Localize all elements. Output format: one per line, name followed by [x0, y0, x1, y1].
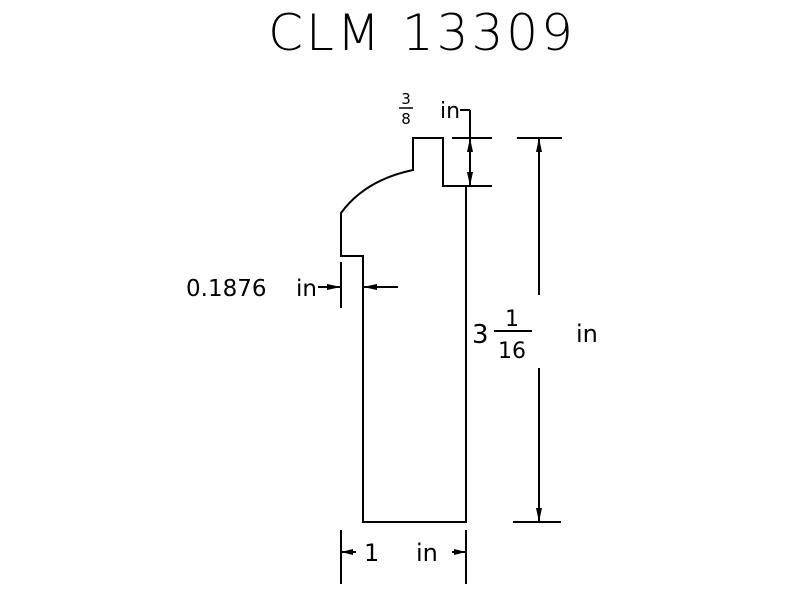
height-numerator: 1 — [505, 307, 519, 332]
width-value: 1 — [364, 539, 379, 567]
top-step-unit: in — [440, 99, 460, 124]
top-step-dimension: 3 8 in — [399, 90, 492, 187]
width-unit: in — [416, 539, 438, 567]
height-unit: in — [576, 320, 598, 348]
top-step-numerator: 3 — [401, 90, 411, 108]
thickness-unit: in — [296, 276, 317, 302]
height-whole: 3 — [472, 320, 489, 350]
thickness-value: 0.1876 — [186, 276, 266, 302]
top-step-denominator: 8 — [401, 110, 411, 128]
thickness-dimension: 0.1876 in — [186, 262, 398, 308]
height-denominator: 16 — [498, 339, 526, 364]
molding-profile-outline — [340, 137, 467, 523]
width-dimension: 1 in — [340, 530, 467, 584]
height-dimension: 3 1 16 in — [472, 137, 598, 523]
drawing-title: CLM 13309 — [268, 4, 576, 62]
